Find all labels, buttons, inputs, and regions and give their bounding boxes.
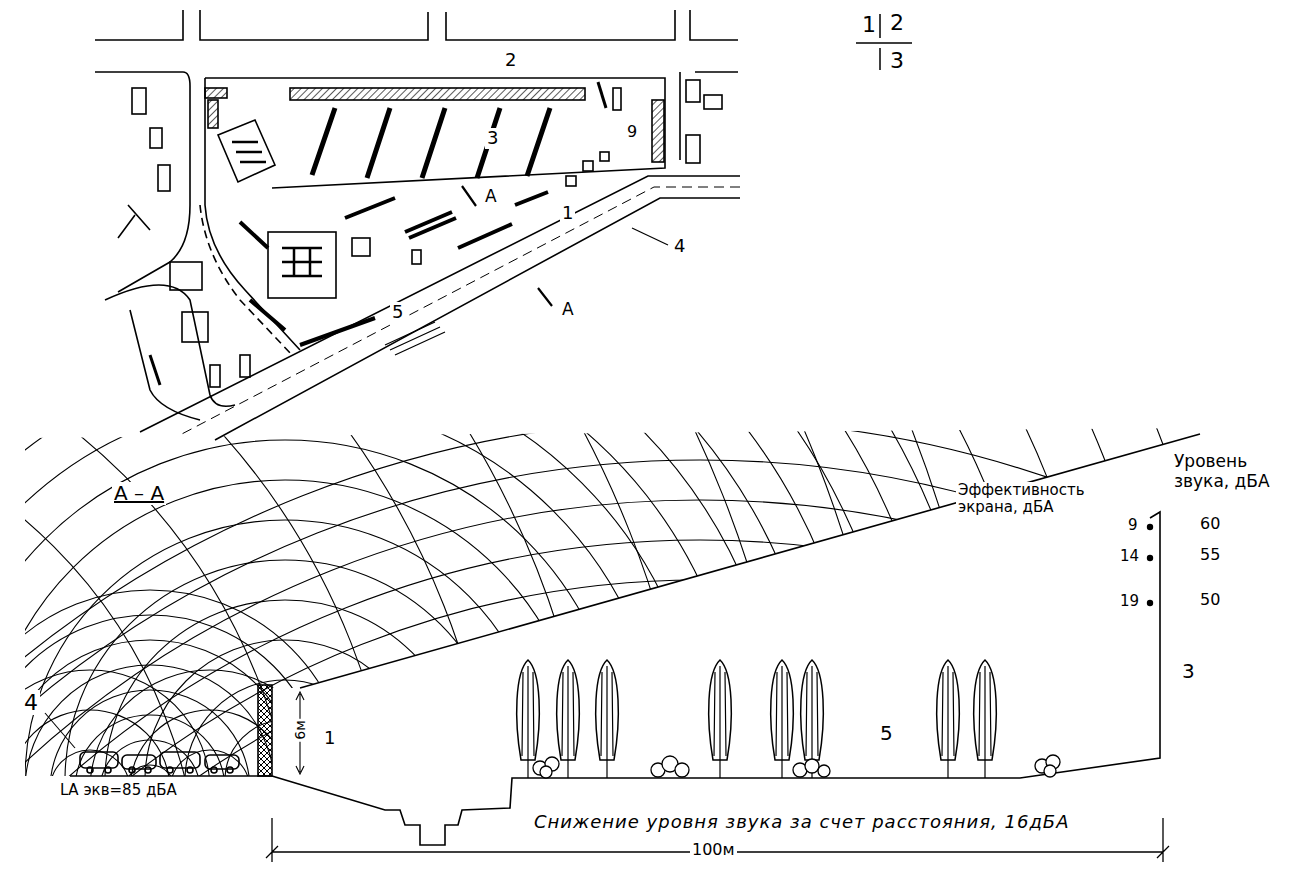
callout-number: 2 — [503, 50, 518, 71]
value-label: 19 — [1118, 593, 1141, 610]
section-mark: А — [560, 300, 576, 320]
callout-number: 1 — [322, 728, 337, 749]
callout-number: 4 — [22, 690, 40, 715]
axis-title: Эффективность экрана, дБА — [956, 482, 1100, 517]
bushes — [533, 755, 1060, 778]
callout-number: 3 — [1180, 660, 1197, 683]
callout-number: 4 — [672, 236, 687, 257]
cross-section — [45, 434, 1200, 845]
value-label: 14 — [1118, 548, 1141, 565]
distance-note: Снижение уровня звука за счет расстояния… — [532, 812, 1072, 833]
axis-title: Уровень звука, дБА — [1172, 452, 1294, 491]
measure-points — [1147, 524, 1153, 606]
site-plan — [95, 10, 740, 440]
value-label: 60 — [1198, 515, 1222, 533]
callout-number: 5 — [878, 722, 895, 745]
value-label: 55 — [1198, 546, 1222, 564]
callout-number: 5 — [390, 302, 405, 323]
callout-number: 9 — [625, 123, 639, 141]
dimension-label: 6м — [292, 718, 308, 741]
sheet-number: 1 — [860, 12, 878, 37]
sheet-number: 3 — [888, 48, 906, 73]
section-mark: А — [483, 187, 499, 207]
callout-number: 3 — [485, 128, 500, 149]
value-label: 50 — [1198, 591, 1222, 609]
dimension-label: 100м — [690, 841, 737, 859]
callout-number: 1 — [560, 203, 575, 224]
sound-level-note: LА экв=85 дБА — [58, 782, 179, 799]
section-title: А – А — [112, 482, 166, 505]
value-label: 9 — [1126, 517, 1140, 534]
trees — [517, 660, 997, 778]
sheet-number: 2 — [888, 10, 906, 35]
